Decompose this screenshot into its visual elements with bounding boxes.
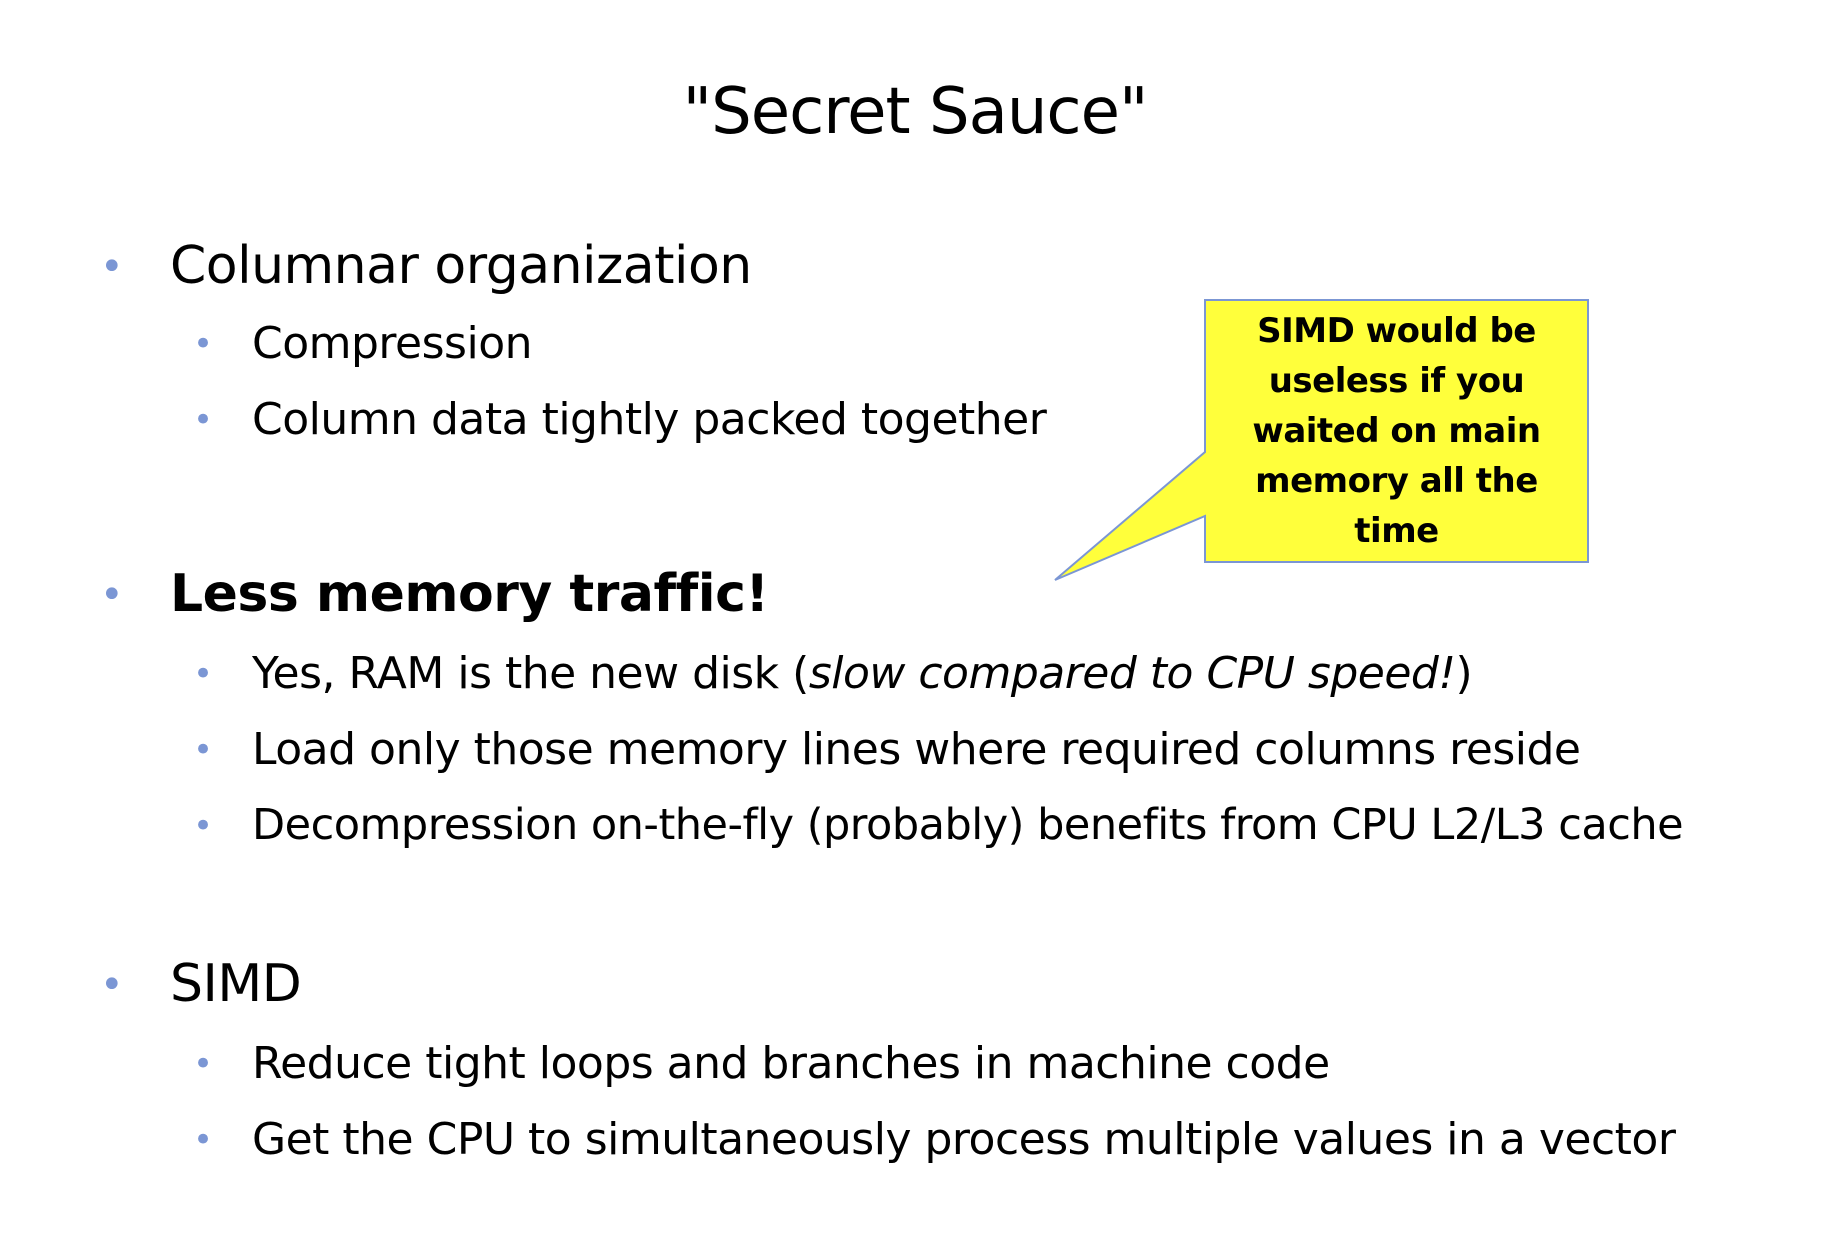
bullet-dot: • — [193, 730, 214, 770]
callout-line: waited on main — [1252, 411, 1541, 451]
ram-text-before: Yes, RAM is the new disk ( — [252, 648, 809, 699]
callout-line: memory all the — [1255, 461, 1538, 501]
bullet-dot: • — [193, 324, 214, 364]
bullet-dot: • — [100, 572, 124, 618]
ram-text-after: ) — [1455, 648, 1473, 699]
section-heading-simd: SIMD — [170, 954, 302, 1014]
bullet-dot: • — [100, 244, 124, 290]
list-item: Decompression on-the-fly (probably) bene… — [252, 800, 1684, 850]
callout-line: useless if you — [1268, 361, 1525, 401]
bullet-dot: • — [193, 1044, 214, 1084]
callout-bubble — [1054, 299, 1589, 581]
bullet-dot: • — [193, 400, 214, 440]
section-heading-columnar: Columnar organization — [170, 236, 752, 296]
bullet-dot: • — [193, 806, 214, 846]
callout-line: time — [1354, 511, 1439, 551]
section-heading-memory-traffic: Less memory traffic! — [170, 564, 769, 624]
slide-title: "Secret Sauce" — [682, 75, 1149, 149]
list-item: Compression — [252, 318, 533, 369]
ram-text-italic: slow compared to CPU speed! — [808, 648, 1456, 699]
list-item-ram: Yes, RAM is the new disk (slow compared … — [252, 648, 1473, 699]
bullet-dot: • — [193, 654, 214, 694]
list-item: Load only those memory lines where requi… — [252, 724, 1581, 775]
bullet-dot: • — [100, 962, 124, 1008]
callout-text: SIMD would be useless if you waited on m… — [1206, 306, 1587, 556]
callout-line: SIMD would be — [1257, 311, 1536, 351]
list-item: Column data tightly packed together — [252, 394, 1047, 445]
list-item: Reduce tight loops and branches in machi… — [252, 1038, 1330, 1089]
list-item: Get the CPU to simultaneously process mu… — [252, 1114, 1676, 1165]
bullet-dot: • — [193, 1120, 214, 1160]
